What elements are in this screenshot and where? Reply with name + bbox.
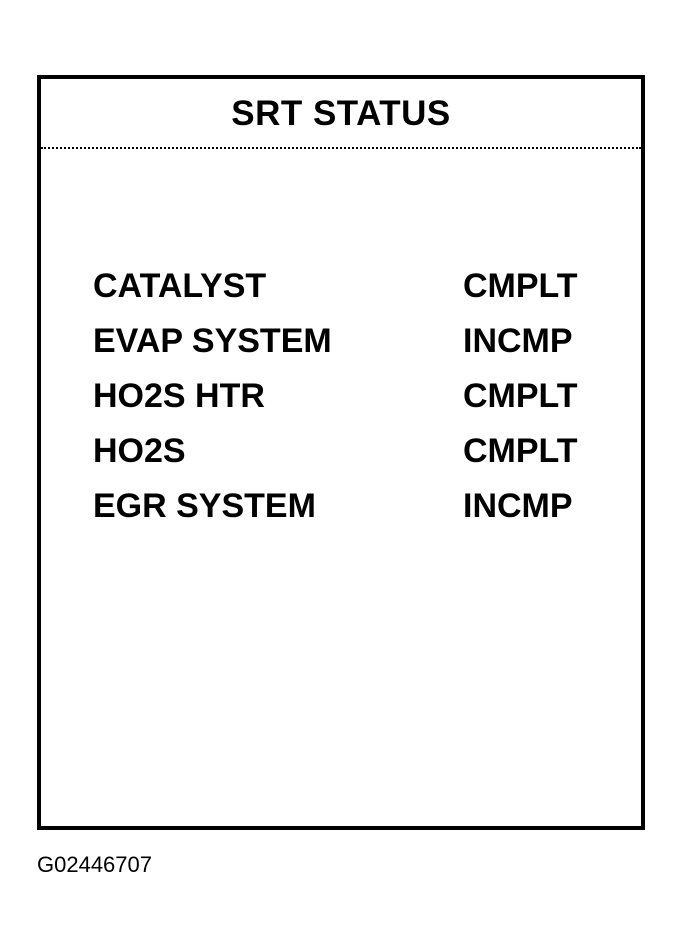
status-value: CMPLT [463, 377, 578, 415]
status-value: CMPLT [463, 432, 578, 470]
status-label: HO2S HTR [93, 377, 265, 415]
screen-header: SRT STATUS [41, 79, 641, 149]
status-label: EVAP SYSTEM [93, 322, 332, 360]
status-label: EGR SYSTEM [93, 487, 316, 525]
srt-status-list: CATALYST CMPLT EVAP SYSTEM INCMP HO2S HT… [93, 259, 593, 534]
screen-title: SRT STATUS [231, 94, 451, 133]
scan-tool-screen: SRT STATUS CATALYST CMPLT EVAP SYSTEM IN… [37, 75, 645, 830]
status-label: CATALYST [93, 267, 267, 305]
status-row-evap-system: EVAP SYSTEM INCMP [93, 314, 593, 369]
figure-id: G02446707 [37, 852, 152, 877]
status-row-egr-system: EGR SYSTEM INCMP [93, 479, 593, 534]
status-value: CMPLT [463, 267, 578, 305]
status-row-catalyst: CATALYST CMPLT [93, 259, 593, 314]
status-row-ho2s-htr: HO2S HTR CMPLT [93, 369, 593, 424]
status-value: INCMP [463, 322, 573, 360]
status-label: HO2S [93, 432, 186, 470]
status-row-ho2s: HO2S CMPLT [93, 424, 593, 479]
status-value: INCMP [463, 487, 573, 525]
